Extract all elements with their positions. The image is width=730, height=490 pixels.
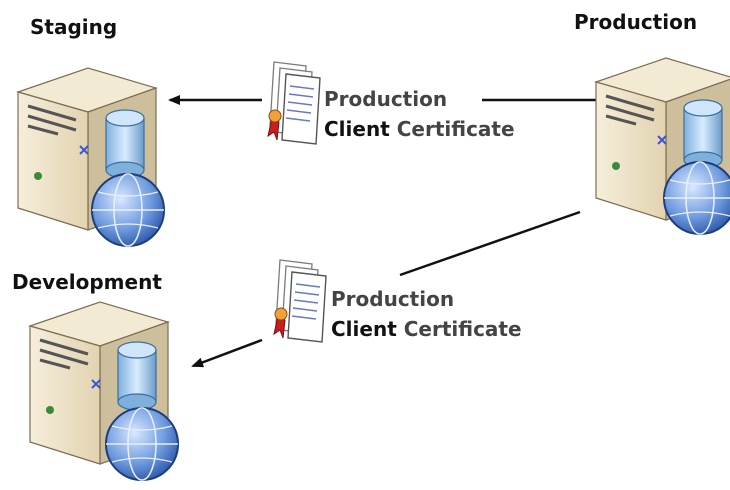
globe-icon [105,407,179,481]
certificate-caption-development: Production Client Certificate [331,284,522,344]
certificate-caption-strong: Client [331,317,397,341]
certificate-caption-line2: Client Certificate [331,314,522,344]
production-server [594,56,730,235]
development-label: Development [12,270,162,294]
certificate-caption-rest: Certificate [403,317,522,341]
database-icon [117,341,157,411]
database-icon [683,99,723,169]
staging-server [16,66,165,247]
certificate-caption-staging: Production Client Certificate [324,84,515,144]
certificate-icon [267,61,321,145]
certificate-icon [273,259,327,343]
certificate-caption-strong: Client [324,117,390,141]
certificate-caption-line2: Client Certificate [324,114,515,144]
certificate-caption-rest: Certificate [396,117,515,141]
arrow-to-development [191,338,263,368]
database-icon [105,109,145,179]
production-development-line [399,210,581,277]
production-label: Production [574,10,698,34]
certificate-caption-line1: Production [324,87,448,111]
globe-icon [663,161,730,235]
certificate-caption-line1: Production [331,287,455,311]
staging-label: Staging [30,15,118,39]
globe-icon [91,173,165,247]
development-server [28,300,179,481]
